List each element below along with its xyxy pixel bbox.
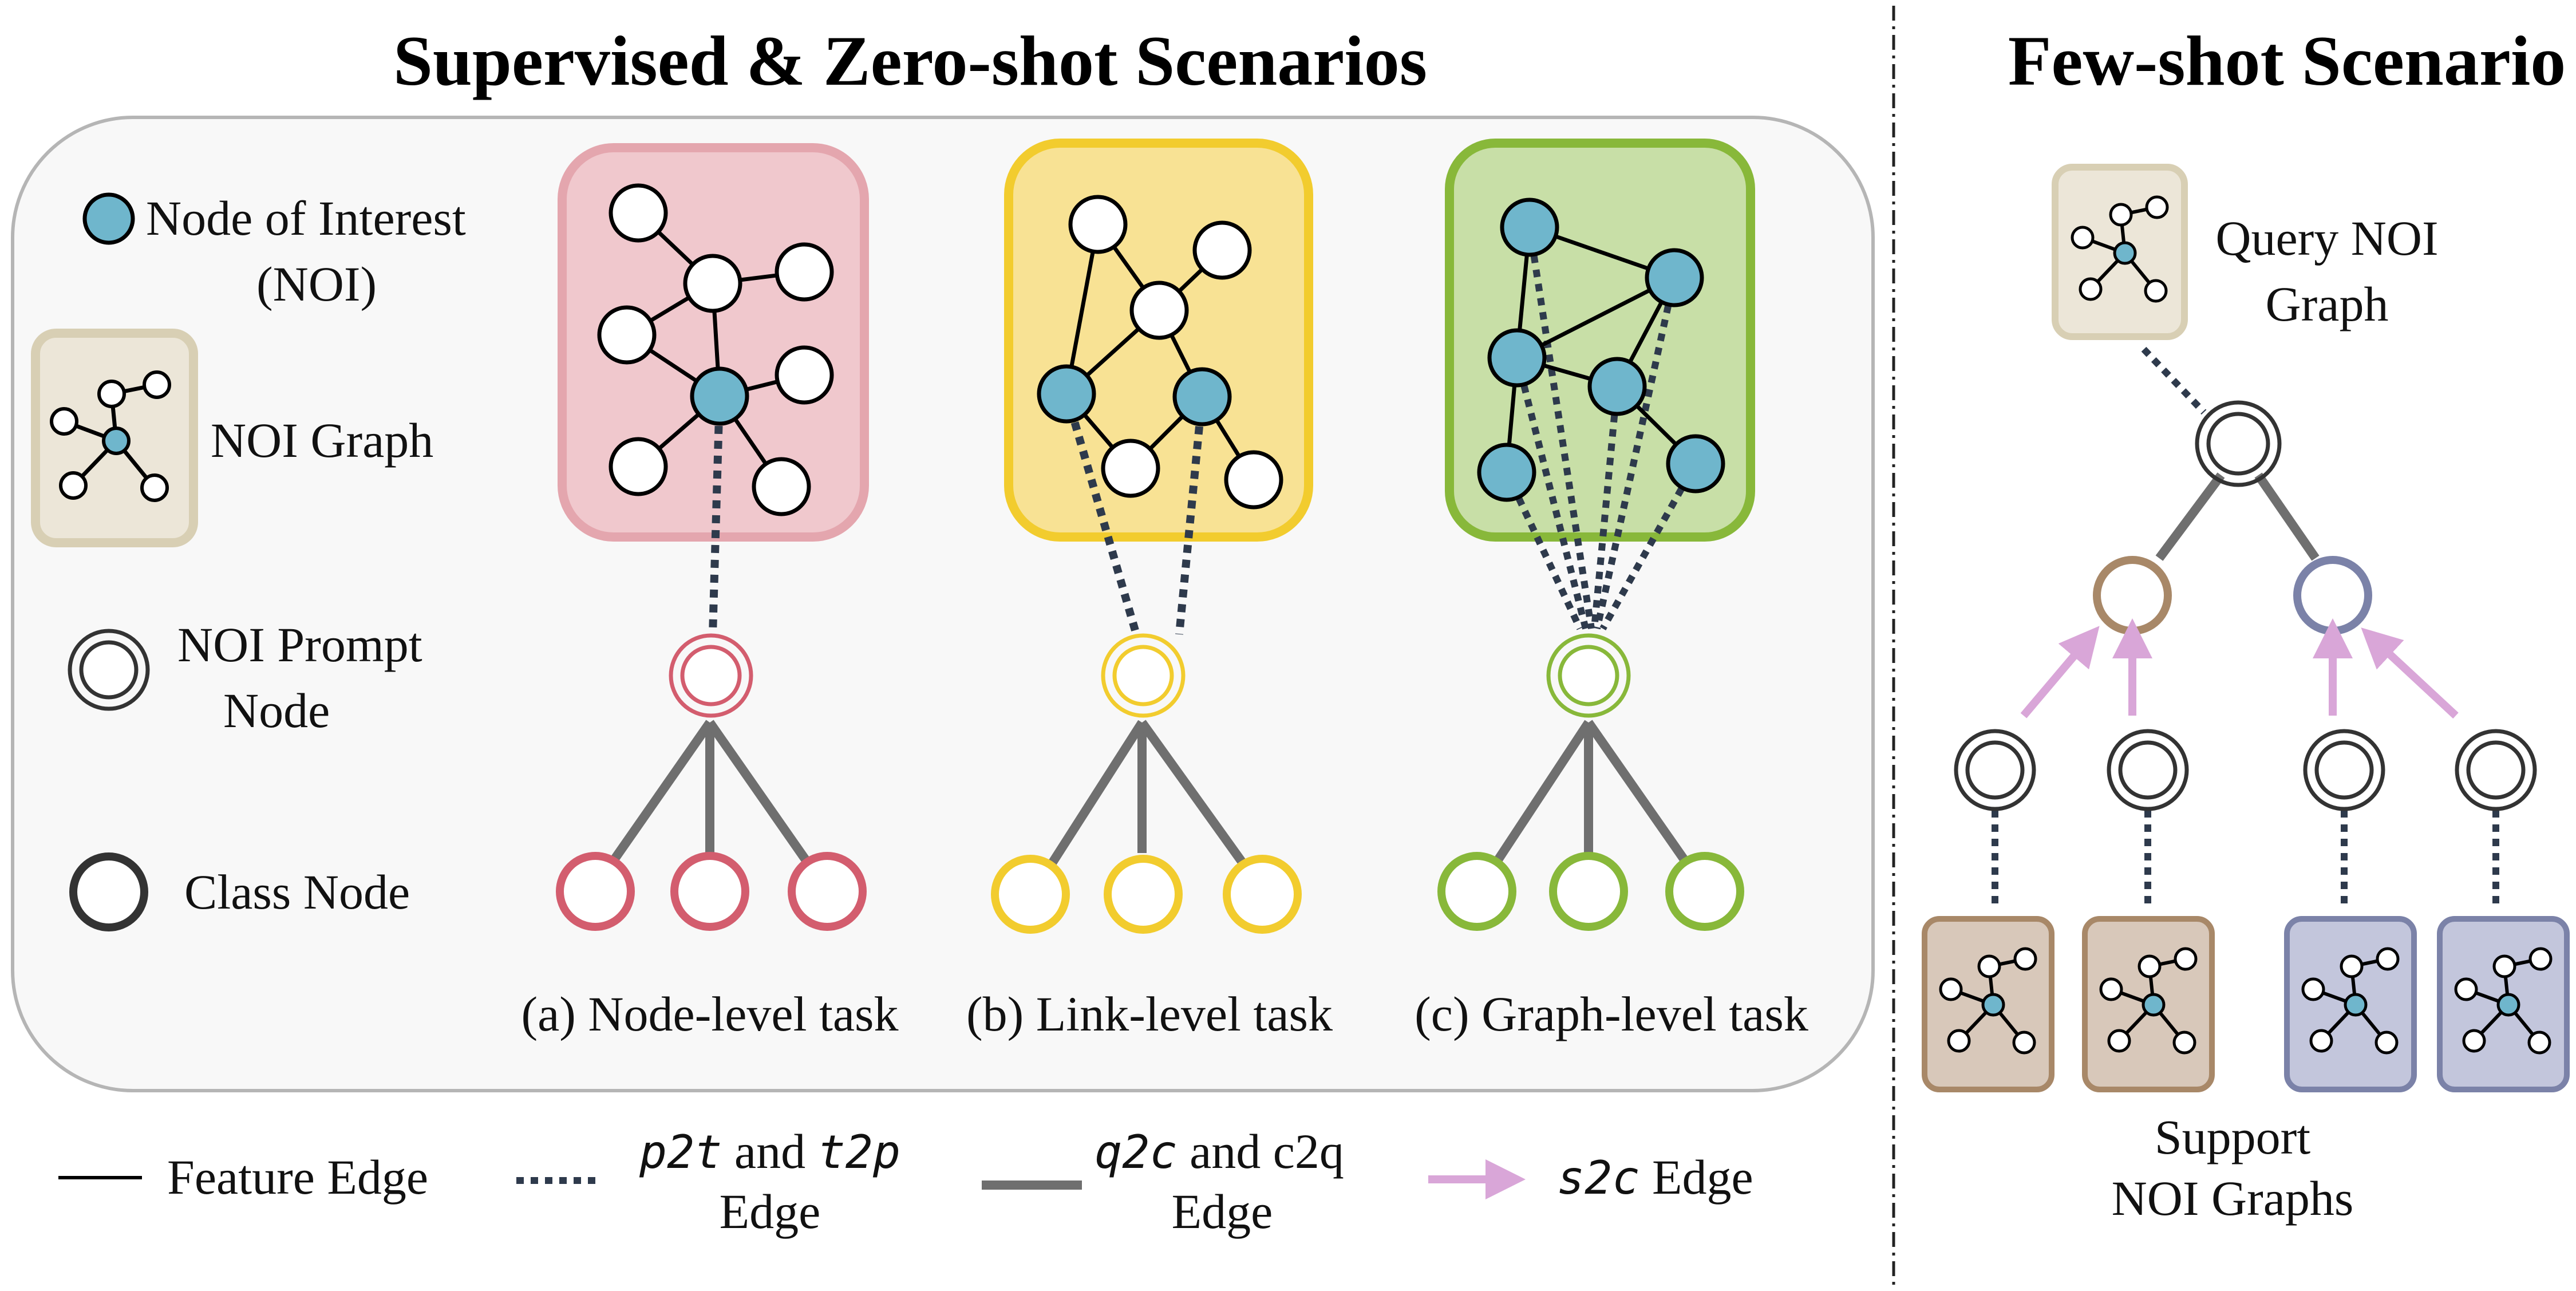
left-title: Supervised & Zero-shot Scenarios xyxy=(393,22,1427,100)
query-noi-graph-icon xyxy=(2052,164,2188,340)
query-noi-label-1: Query NOI xyxy=(2215,211,2438,266)
p2t-edge-label: p2t and t2p xyxy=(639,1124,900,1179)
prompt-node-legend-label-1: NOI Prompt xyxy=(177,617,422,672)
node-level-task-caption: (a) Node-level task xyxy=(521,986,898,1041)
support-noi-graph-4 xyxy=(2437,916,2570,1092)
support-label-1: Support xyxy=(2155,1110,2310,1164)
scenarios-panel xyxy=(11,116,1875,1092)
query-noi-label-2: Graph xyxy=(2266,277,2389,331)
class-node-legend-label: Class Node xyxy=(184,864,410,919)
class-node-legend-icon xyxy=(69,852,148,931)
prompt-node-legend-icon xyxy=(68,629,150,711)
noi-legend-label-1: Node of Interest xyxy=(146,191,466,246)
support-label-2: NOI Graphs xyxy=(2112,1171,2354,1226)
graph-level-task-diagram xyxy=(1437,139,1755,931)
support-noi-graph-3 xyxy=(2284,916,2417,1092)
support-noi-graph-1 xyxy=(1922,916,2055,1092)
link-level-task-caption: (b) Link-level task xyxy=(966,986,1333,1041)
graph-level-task-caption: (c) Graph-level task xyxy=(1415,986,1808,1041)
p2t-edge-label-2: Edge xyxy=(720,1184,821,1239)
right-title: Few-shot Scenario xyxy=(2008,22,2566,100)
noi-graph-legend-label: NOI Graph xyxy=(211,413,433,468)
node-level-task-diagram xyxy=(556,143,869,931)
s2c-edge-label: s2c Edge xyxy=(1557,1150,1753,1205)
q2c-edge-label-2: Edge xyxy=(1172,1184,1273,1239)
feature-edge-label: Feature Edge xyxy=(167,1150,428,1205)
noi-graph-legend-icon xyxy=(31,329,198,547)
noi-legend-label-2: (NOI) xyxy=(256,256,377,311)
prompt-node-legend-label-2: Node xyxy=(223,683,330,738)
q2c-edge-label: q2c and c2q xyxy=(1095,1124,1344,1179)
noi-legend-icon xyxy=(82,192,135,245)
query-dotted-edge xyxy=(2141,346,2207,415)
link-level-task-diagram xyxy=(991,139,1313,934)
support-noi-graph-2 xyxy=(2082,916,2215,1092)
few-shot-hierarchy xyxy=(1954,400,2537,910)
